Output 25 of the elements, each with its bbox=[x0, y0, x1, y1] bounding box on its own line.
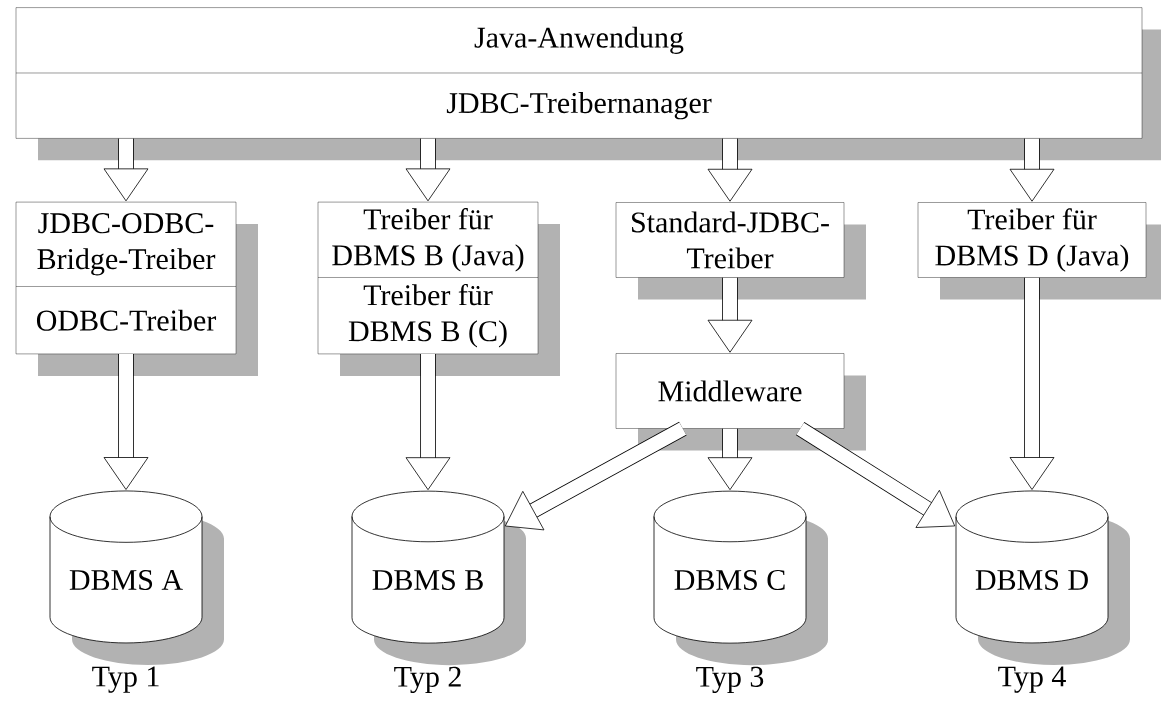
database-cylinder: DBMS A bbox=[49, 490, 224, 665]
block-arrow bbox=[796, 422, 956, 528]
driver-box: Standard-JDBC-Treiber bbox=[615, 202, 866, 300]
block-arrow bbox=[1009, 277, 1055, 490]
block-arrow bbox=[405, 354, 451, 491]
type-label: Typ 3 bbox=[696, 666, 764, 694]
database-cylinder: DBMS C bbox=[653, 490, 828, 666]
block-arrow bbox=[707, 138, 753, 202]
type-label: Typ 4 bbox=[998, 666, 1066, 693]
driver-box: Treiber für DBMS D (Java) bbox=[917, 202, 1161, 300]
block-arrow bbox=[707, 428, 753, 491]
block-arrow bbox=[103, 354, 149, 490]
block-arrow bbox=[103, 138, 149, 202]
block-arrow bbox=[405, 138, 451, 202]
type-label: Typ 2 bbox=[394, 666, 461, 694]
type-label: Typ 1 bbox=[92, 666, 159, 693]
layer-box: Java-Anwendung JDBC-Treibernanager bbox=[15, 7, 1161, 161]
block-arrow bbox=[504, 421, 687, 531]
block-arrow bbox=[707, 277, 753, 353]
layer-box: Treiber für DBMS B (Java) Treiber für DBMS B (C) bbox=[317, 201, 560, 376]
database-cylinder: DBMS D bbox=[955, 490, 1130, 665]
database-cylinder: DBMS B bbox=[351, 490, 526, 666]
layer-box: JDBC-ODBC-Bridge-Treiber ODBC-Treiber bbox=[15, 201, 258, 376]
block-arrow bbox=[1009, 138, 1055, 202]
driver-box: Middleware bbox=[615, 353, 866, 451]
